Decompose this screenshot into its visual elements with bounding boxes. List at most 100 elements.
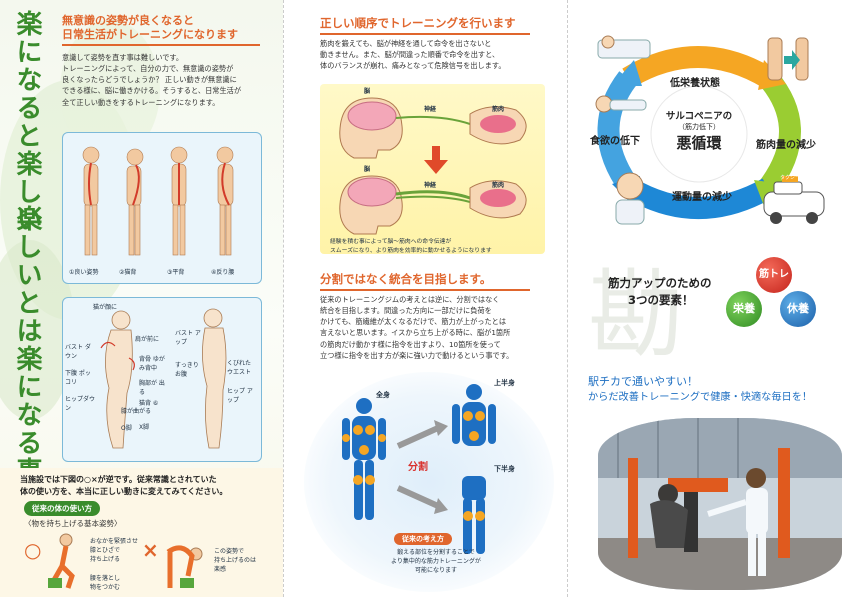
good-lift-figure	[48, 533, 75, 589]
body-comparison-box: 猫が顔に バスト ダウン 下腹 ポッコリ ヒップダウン 膝が曲がる O脚 肩が前…	[62, 297, 262, 462]
muscle-label-2: 筋肉	[492, 182, 505, 189]
title-underline	[62, 44, 260, 46]
good-note: 膝とひざで	[90, 547, 121, 554]
intro-line: 良くなったらどうでしょうか？ 正しい動きが無意識に	[62, 75, 237, 85]
taxi-sign: タクシー	[780, 175, 801, 181]
lift-heading: 〈物を持ち上げる基本姿勢〉	[24, 519, 122, 528]
cycle-top-label: 低栄養状態	[670, 78, 720, 89]
good-note: 腰を落とし	[90, 575, 121, 582]
brain-diagram: 脳 神経 筋肉 脳 神経 筋肉 経験を積む事によって脳～筋肉への命令伝達が スム…	[320, 84, 545, 254]
posture-caption-flat: ③平背	[167, 269, 185, 276]
conventional-pill: 従来の体の使い方	[24, 501, 100, 516]
section2-line: 言えないと思います。イスから立ち上がる時に、脳が1箇所	[320, 328, 511, 338]
tagline1: 駅チカで通いやすい！	[588, 375, 698, 388]
nerve-label-2: 神経	[424, 182, 437, 189]
lower-body-label: 下半身	[494, 465, 515, 473]
section2-line: の筋肉だけ動かす様に指令を出すより、10箇所を使って	[320, 339, 501, 349]
bad-notes: この姿勢で 持ち上げるのは 楽感	[214, 546, 274, 573]
label-left-2: バスト ダウン	[65, 344, 91, 360]
posture-figures	[82, 146, 234, 256]
cycle-center-line2: （筋力低下）	[678, 123, 720, 131]
tagline2: からだ改善トレーニングで健康・快適な毎日を！	[588, 392, 813, 403]
brain-label: 脳	[364, 88, 371, 95]
label-mid-4: 猫背 ⑥	[139, 400, 159, 407]
label-left-1: 猫が顔に	[93, 304, 118, 311]
intro-text: 意識して姿勢を直す事は難しいです。 トレーニングによって、自分の力で、無意識の姿…	[62, 52, 267, 108]
label-mid-5: X脚	[139, 424, 150, 431]
cycle-center-line1: サルコペニアの	[665, 111, 733, 122]
label-right-2: すっきり お腹	[175, 362, 199, 378]
label-right-1: バスト アップ	[175, 330, 201, 346]
brain-muscle-illustration	[339, 97, 527, 235]
brain-caption-line: 経験を積む事によって脳～筋肉への命令伝達が	[330, 239, 452, 245]
split-label: 分割	[408, 462, 428, 473]
posture-caption-hunched: ②猫背	[119, 269, 137, 276]
section-title-line2: 日常生活がトレーニングになります	[62, 27, 238, 41]
panel-middle: 正しい順序でトレーニングを行います 筋肉を鍛えても、脳が神経を通して命令を出さな…	[284, 0, 567, 597]
section2-line: 統合を目指します。間違った方向に一部だけに負荷を	[320, 306, 492, 316]
intro-line: できる様に、脳に働きかける。そうすると、日常生活が	[62, 86, 242, 96]
posture-caption-good: ①良い姿勢	[69, 269, 99, 276]
brain-caption: 経験を積む事によって脳～筋肉への命令伝達が スムーズになり、より筋肉を効率的に動…	[330, 236, 540, 254]
cycle-right-label: 筋肉量の減少	[756, 140, 816, 151]
body-outlines	[100, 308, 227, 449]
vicious-cycle-diagram	[595, 35, 825, 225]
bad-note: この姿勢で	[214, 548, 245, 555]
panel-left: 楽になると楽しい 楽しいとは楽になる事 無意識の姿勢が良くなると 日常生活がトレ…	[0, 0, 283, 597]
label-left-5: 膝が曲がる	[121, 408, 152, 415]
label-left-4: ヒップダウン	[65, 396, 96, 412]
muscle-label: 筋肉	[492, 106, 505, 113]
intro-line: 全て正しい動きをするトレーニングになります。	[62, 97, 220, 107]
section1-title: 正しい順序でトレーニングを行います	[320, 16, 516, 30]
elements-line1: 筋力アップのための	[608, 276, 712, 290]
section1-line: 動きません。また、脳が間違った順番で命令を出すと、	[320, 50, 500, 60]
good-note: 持ち上げる	[90, 556, 121, 563]
gym-photo-illustration	[598, 418, 842, 590]
section2-title: 分割ではなく統合を目指します。	[320, 272, 492, 286]
section2-line: かけても、筋繊維が太くなるだけで、筋力が上がったとは	[320, 317, 507, 327]
section1-text: 筋肉を鍛えても、脳が神経を通して命令を出さないと 動きません。また、脳が間違った…	[320, 38, 545, 71]
good-note: おなかを緊張させ	[90, 538, 139, 545]
calligraphy-background: 勘	[588, 259, 684, 371]
label-mid-3: 胸部が 出る	[139, 380, 165, 396]
bottom-intro: 当施設では下図の○×が逆です。従来常識とされていた 体の使い方を、本当に正しい動…	[20, 474, 275, 499]
panel-right: サルコペニアの （筋力低下） 悪循環 低栄養状態 筋肉量の減少 運動量の減少 食…	[568, 0, 850, 597]
label-right-3: くびれた ウエスト	[227, 360, 252, 376]
circle-mark-icon: ○	[24, 538, 42, 562]
element-nutrition-badge: 栄養	[726, 291, 762, 327]
cycle-bottom-label: 運動量の減少	[672, 192, 732, 203]
upper-body-label: 上半身	[494, 379, 515, 387]
section-title: 無意識の姿勢が良くなると 日常生活がトレーニングになります	[62, 14, 238, 42]
concept-line: 鍛える部位を分割することで	[397, 549, 475, 556]
cycle-center-line3: 悪循環	[676, 134, 722, 152]
vertical-title-b: 楽しいとは楽になる事	[12, 205, 42, 485]
label-left-3: 下腹 ポッコリ	[65, 370, 91, 386]
body-split-illustration	[342, 384, 496, 554]
whole-body-label: 全身	[376, 391, 390, 399]
brain-label-2: 脳	[364, 166, 371, 173]
vertical-title-a: 楽になると楽しい	[12, 10, 42, 234]
bad-note: 楽感	[214, 566, 227, 573]
intro-line: トレーニングによって、自分の力で、無意識の姿勢が	[62, 64, 234, 74]
element-rest-badge: 休養	[780, 291, 816, 327]
concept-line: 可能になります	[414, 567, 457, 574]
section2-line: 立つ様に指令を出す方が楽に強い力で動けるという事です。	[320, 350, 514, 360]
bottom-intro-line: 当施設では下図の○×が逆です。従来常識とされていた	[20, 475, 217, 484]
section1-line: 筋肉を鍛えても、脳が神経を通して命令を出さないと	[320, 39, 492, 48]
fold-line	[567, 0, 569, 597]
cross-mark-icon: ×	[142, 538, 159, 562]
label-right-4: ヒップ アップ	[227, 388, 253, 404]
label-left-6: O脚	[121, 425, 132, 432]
good-note: 物をつかむ	[90, 584, 121, 591]
section1-line: 体のバランスが崩れ、痛みとなって危険信号を出します。	[320, 61, 506, 71]
brain-caption-line: スムーズになり、より筋肉を効率的に動かせるようになります	[330, 248, 492, 254]
element-training-badge: 筋トレ	[756, 257, 792, 293]
label-mid-2: 背骨 ゆがみ背中	[139, 356, 165, 372]
section2-line: 従来のトレーニングジムの考えとは逆に、分割ではなく	[320, 295, 500, 304]
concept-text: 鍛える部位を分割することで より集中的な筋力トレーニングが 可能になります	[376, 547, 496, 574]
gym-photo	[598, 418, 842, 590]
cycle-center: サルコペニアの （筋力低下） 悪循環	[656, 108, 742, 153]
good-notes: おなかを緊張させ 膝とひざで 持ち上げる 腰を落とし 物をつかむ	[90, 536, 138, 591]
posture-caption-sway: ④反り腰	[211, 269, 235, 276]
